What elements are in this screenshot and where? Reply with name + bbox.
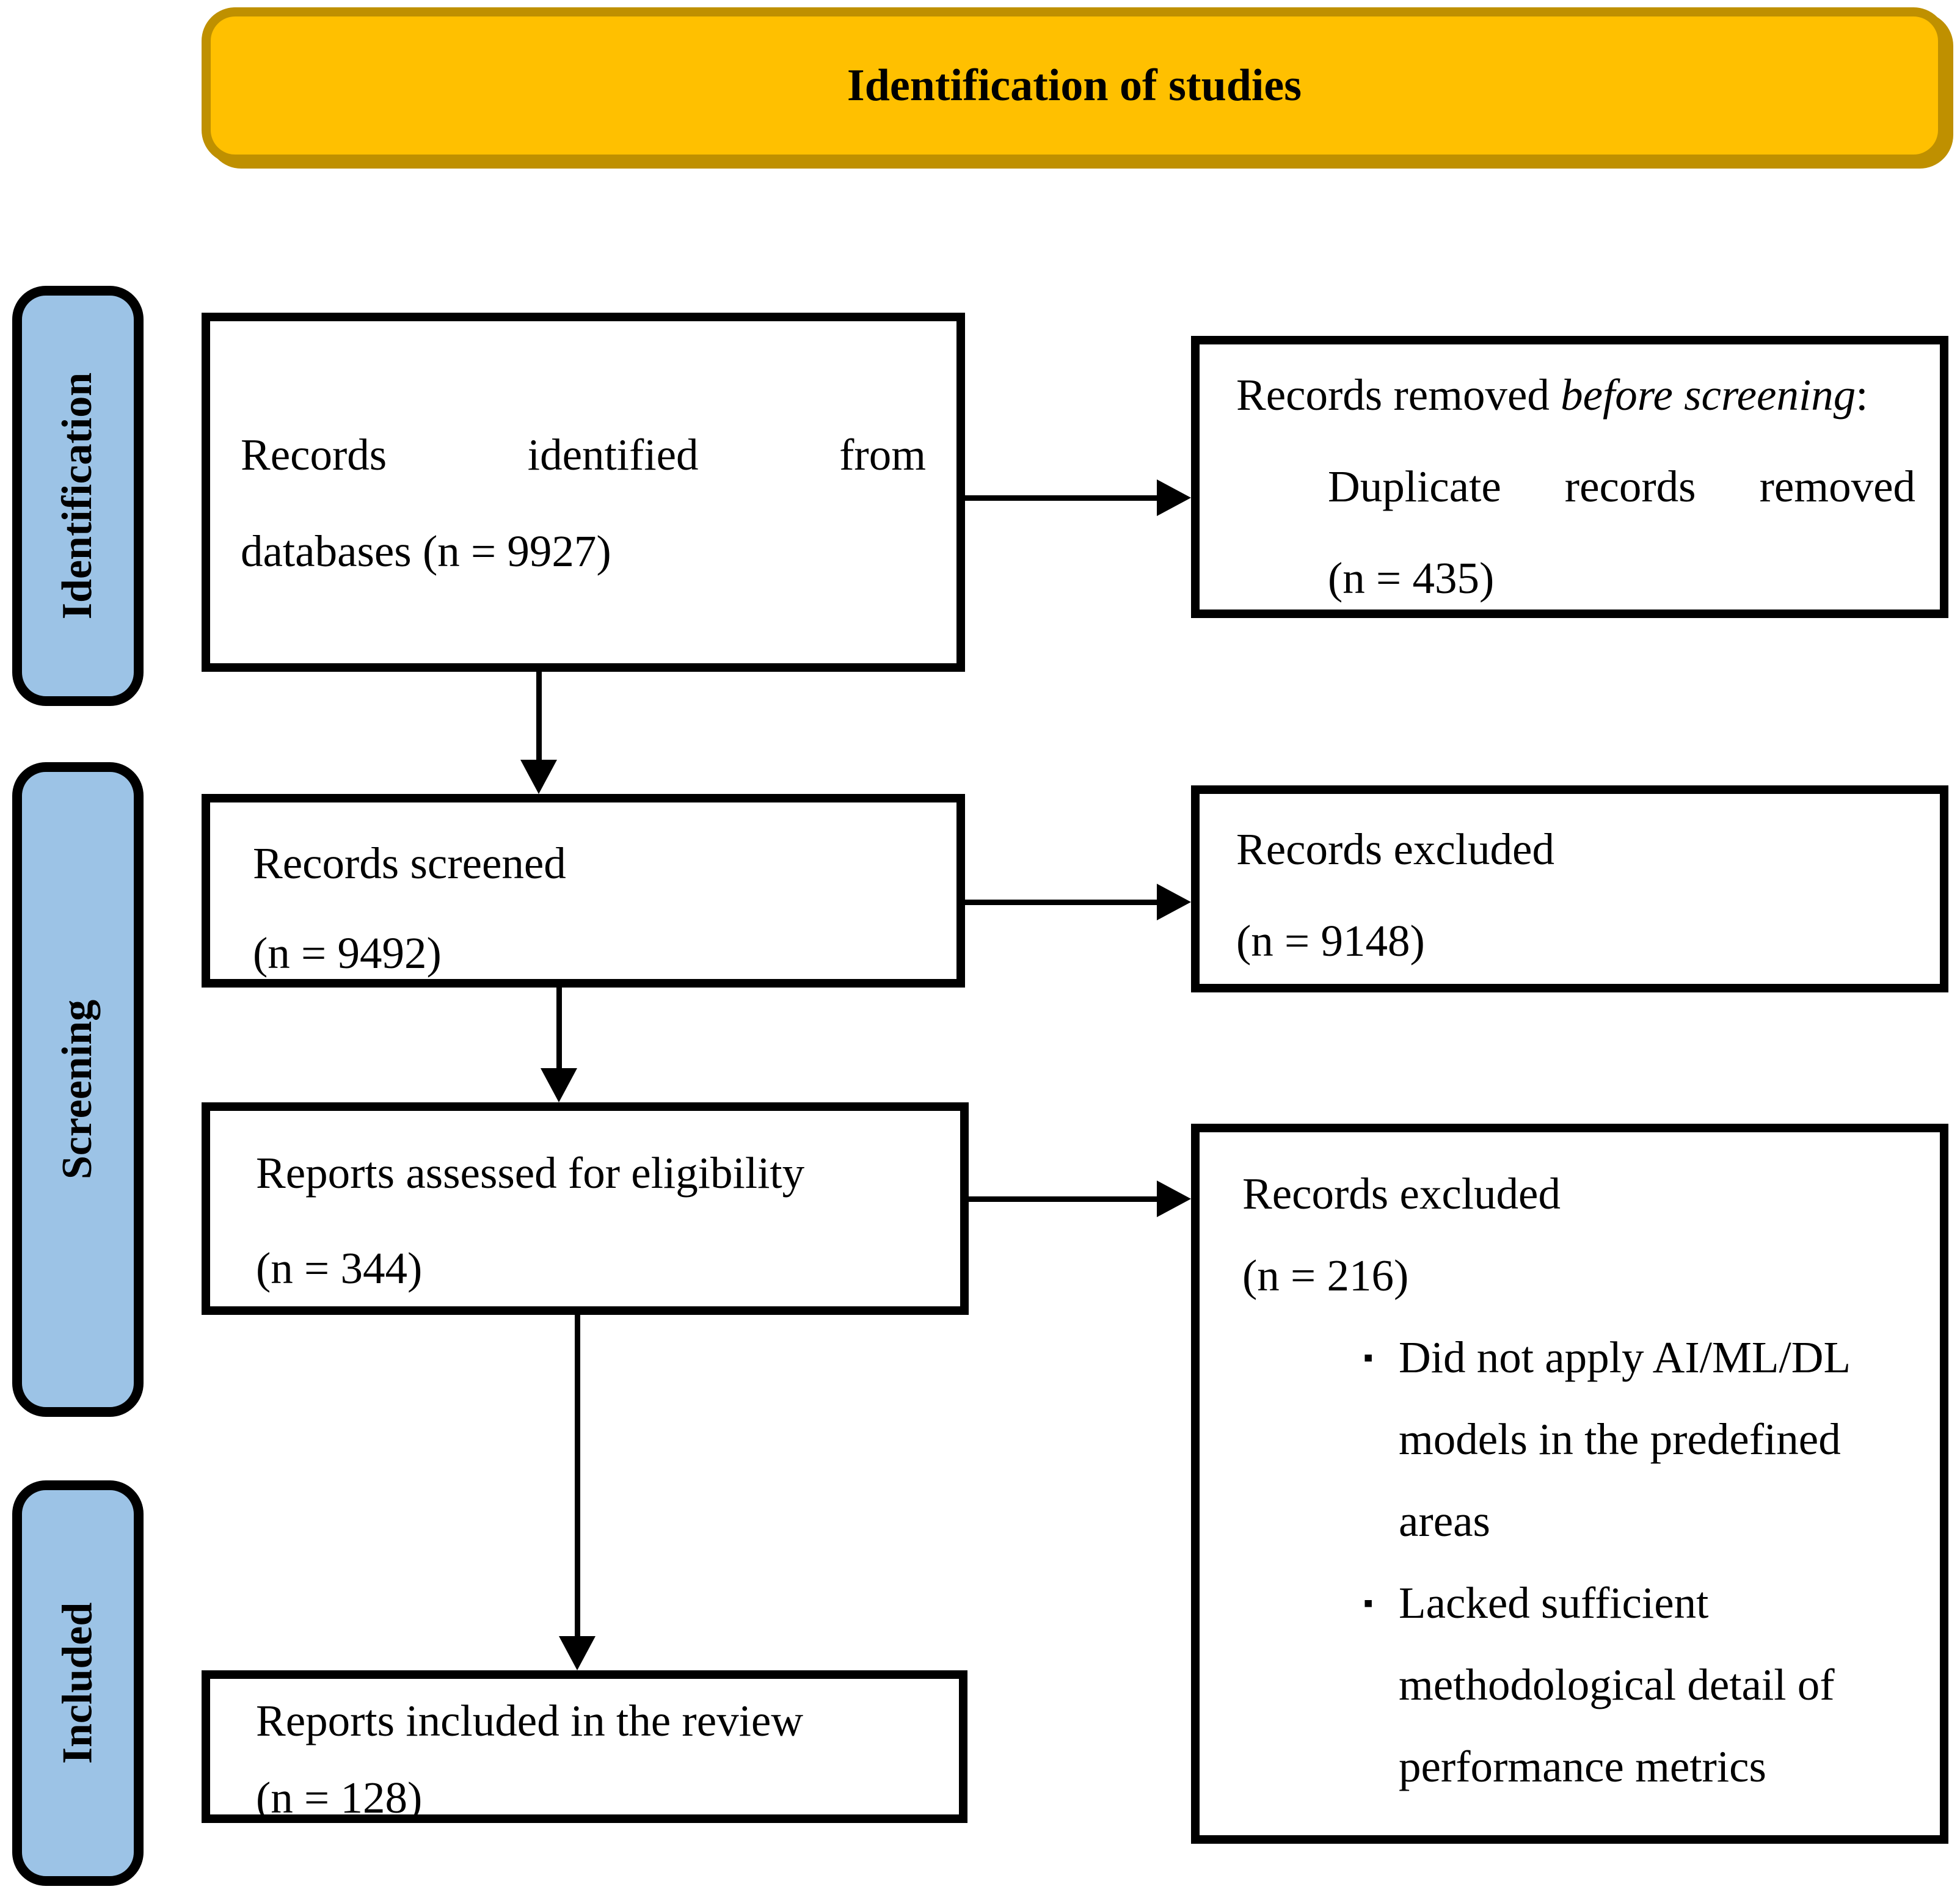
stage-included-label: Included (54, 1602, 101, 1764)
arrowhead-down-icon (520, 760, 557, 794)
records-removed-line2: Duplicate records removed (1328, 462, 1915, 511)
arrow-identified-to-screened (536, 672, 542, 762)
exclusion-reason-1-text: Did not apply AI/ML/DL models in the pre… (1399, 1333, 1851, 1546)
box-reports-included: Reports included in the review (n = 128) (202, 1670, 967, 1823)
box-records-screened: Records screened (n = 9492) (202, 794, 965, 988)
stage-identification-label: Identification (54, 372, 101, 620)
bullet-square-icon: ▪ (1363, 1587, 1374, 1618)
reports-assessed-line1: Reports assessed for eligibility (256, 1148, 805, 1198)
records-removed-line1-prefix: Records removed (1236, 370, 1561, 420)
exclusion-reason-2: ▪ Lacked sufficient methodological detai… (1363, 1562, 1915, 1808)
records-excluded-screening-count: (n = 9148) (1236, 916, 1425, 966)
records-excluded-eligibility-count: (n = 216) (1242, 1251, 1409, 1300)
arrow-identified-to-removed (965, 495, 1157, 501)
reports-included-count: (n = 128) (256, 1773, 423, 1822)
records-excluded-eligibility-line1: Records excluded (1242, 1169, 1561, 1218)
exclusion-reason-2-text: Lacked sufficient methodological detail … (1399, 1578, 1835, 1791)
box-records-excluded-screening: Records excluded (n = 9148) (1191, 785, 1948, 992)
reports-assessed-count: (n = 344) (256, 1243, 423, 1293)
bullet-square-icon: ▪ (1363, 1342, 1374, 1373)
arrow-assessed-to-excluded (968, 1196, 1157, 1202)
stage-identification: Identification (12, 286, 144, 706)
records-excluded-screening-line1: Records excluded (1236, 824, 1554, 874)
arrow-screened-to-excluded (965, 900, 1157, 905)
stage-screening-label: Screening (54, 999, 101, 1180)
records-removed-line1-italic: before screening (1561, 370, 1856, 420)
diagram-title: Identification of studies (847, 60, 1302, 111)
records-removed-line1-suffix: : (1856, 370, 1868, 420)
records-identified-line2: databases (n = 9927) (241, 526, 611, 576)
box-records-identified: Records identified from databases (n = 9… (202, 313, 965, 672)
arrowhead-right-icon (1157, 884, 1191, 920)
box-reports-assessed: Reports assessed for eligibility (n = 34… (202, 1102, 969, 1315)
reports-included-line1: Reports included in the review (256, 1696, 804, 1745)
records-removed-count: (n = 435) (1328, 553, 1495, 603)
records-identified-line1: Records identified from (241, 430, 926, 479)
box-records-removed: Records removed before screening: Duplic… (1191, 336, 1948, 618)
records-screened-line1: Records screened (253, 839, 566, 888)
arrowhead-down-icon (541, 1068, 577, 1102)
title-banner: Identification of studies (202, 7, 1947, 164)
records-removed-line1: Records removed before screening: (1236, 349, 1915, 441)
box-records-excluded-eligibility: Records excluded (n = 216) ▪ Did not app… (1191, 1124, 1948, 1844)
stage-included: Included (12, 1480, 144, 1886)
arrowhead-right-icon (1157, 479, 1191, 516)
arrowhead-right-icon (1157, 1181, 1191, 1217)
arrowhead-down-icon (559, 1636, 596, 1670)
exclusion-reason-1: ▪ Did not apply AI/ML/DL models in the p… (1363, 1317, 1915, 1562)
arrow-assessed-to-included (575, 1314, 580, 1638)
records-screened-count: (n = 9492) (253, 928, 442, 978)
stage-screening: Screening (12, 762, 144, 1417)
arrow-screened-to-assessed (556, 987, 562, 1070)
